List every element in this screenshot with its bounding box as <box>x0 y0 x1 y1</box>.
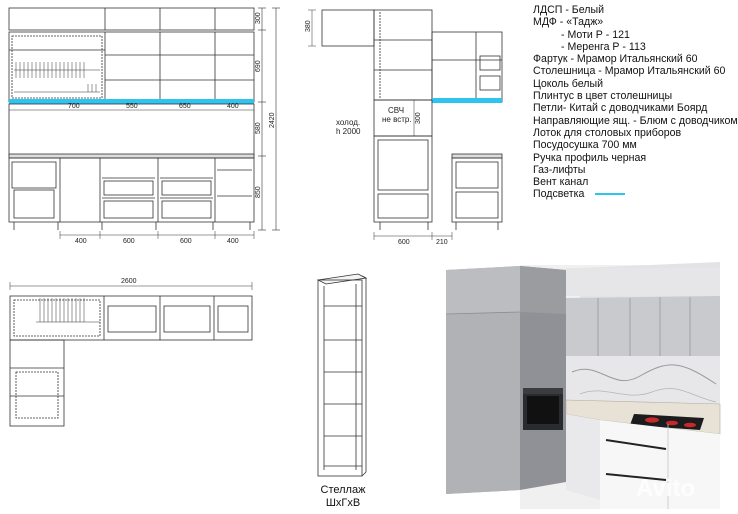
front-dim-2420: 2420 <box>269 112 276 128</box>
avito-watermark: Avito <box>636 475 695 502</box>
front-bottom-width-600a: 600 <box>123 238 135 245</box>
front-top-width-650: 650 <box>179 103 191 110</box>
front-top-width-400: 400 <box>227 103 239 110</box>
render-base-left <box>566 414 600 500</box>
drawing-canvas: 300 690 580 850 2420 700 550 650 400 400… <box>8 7 721 509</box>
side-width-210: 210 <box>436 239 448 246</box>
front-top-width-550: 550 <box>126 103 138 110</box>
kitchen-render <box>445 262 721 509</box>
backlight-strip <box>9 99 254 104</box>
backlight-label: Подсветка <box>533 188 585 201</box>
plan-dish-drainer <box>36 298 100 323</box>
side-tall-upper <box>373 9 433 101</box>
tall-column-right <box>520 266 566 490</box>
front-top-width-700: 700 <box>68 103 80 110</box>
spec-item: Направляющие ящ. - Блюм с доводчиком <box>533 114 738 127</box>
side-dimension-lines <box>308 9 453 240</box>
spec-item: - Меренга Р - 113 <box>561 40 646 53</box>
front-dim-580: 580 <box>255 122 262 134</box>
shelf-caption-line1: Стеллаж <box>320 484 366 496</box>
shelf-caption: Стеллаж ШхГхВ <box>312 484 374 510</box>
spec-item: Плинтус в цвет столешницы <box>533 90 673 103</box>
spec-list: ЛДСП - Белый МДФ - «Тадж» - Моти Р - 121… <box>533 4 738 201</box>
microwave-label-line2: не встр. <box>382 115 412 124</box>
spec-item: Столешница - Мрамор Итальянский 60 <box>533 65 726 78</box>
plan-dim-2600: 2600 <box>121 278 137 285</box>
spec-item: Фартук - Мрамор Итальянский 60 <box>533 53 698 66</box>
apron-space <box>8 103 255 157</box>
base-cabinets <box>8 157 255 223</box>
side-upper-cabinet <box>431 31 503 103</box>
front-vertical-dimensions <box>258 7 280 231</box>
front-bottom-width-600b: 600 <box>180 238 192 245</box>
drawing-sheet: 300 690 580 850 2420 700 550 650 400 400… <box>8 7 721 509</box>
shelving-unit <box>316 273 368 477</box>
side-width-600: 600 <box>398 239 410 246</box>
side-dim-380: 380 <box>305 20 312 32</box>
shelf-caption-line2: ШхГхВ <box>325 497 361 509</box>
upper-wall-cabinets <box>566 296 720 356</box>
side-backlight-strip <box>432 98 502 103</box>
upper-cabinets <box>8 31 255 103</box>
marble-backsplash <box>566 356 720 410</box>
front-dim-690: 690 <box>255 60 262 72</box>
upper-top-cabinets <box>8 7 255 31</box>
countertop <box>8 153 255 159</box>
fridge-label-line2: h 2000 <box>336 127 361 136</box>
side-elevation <box>321 9 503 230</box>
spec-item: Лоток для столовых приборов <box>533 126 682 139</box>
front-elevation <box>8 7 255 230</box>
spec-item: ЛДСП - Белый <box>533 4 605 16</box>
side-countertop <box>451 153 503 159</box>
spec-item: Цоколь белый <box>533 77 603 90</box>
backlight-swatch <box>595 193 625 196</box>
dish-drainer <box>14 62 100 93</box>
side-top-cabinet <box>321 9 375 47</box>
spec-item: Газ-лифты <box>533 163 586 176</box>
side-tall-lower <box>373 135 433 223</box>
plan-corner-run <box>9 339 65 427</box>
spec-item: Посудосушка 700 мм <box>533 139 637 152</box>
front-dim-850: 850 <box>255 186 262 198</box>
microwave-label-line1: СВЧ <box>388 106 404 115</box>
front-bottom-width-400b: 400 <box>227 238 239 245</box>
plan-view <box>9 282 253 427</box>
plan-upper-run <box>9 295 253 341</box>
fridge-label-line1: холод. <box>336 118 360 127</box>
spec-item: Подсветка <box>533 188 720 200</box>
front-bottom-width-400a: 400 <box>75 238 87 245</box>
render-base-front <box>600 420 720 509</box>
front-dim-300: 300 <box>255 12 262 24</box>
front-bottom-width-line <box>59 231 255 239</box>
spec-item: - Моти Р - 121 <box>561 28 630 41</box>
side-dim-300: 300 <box>415 112 422 124</box>
side-base-cabinet <box>451 157 503 223</box>
spec-item: Ручка профиль черная <box>533 151 647 164</box>
spec-item: МДФ - «Тадж» <box>533 16 604 29</box>
spec-item: Петли- Китай с доводчиками Боярд <box>533 102 708 115</box>
spec-item: Вент канал <box>533 176 589 189</box>
